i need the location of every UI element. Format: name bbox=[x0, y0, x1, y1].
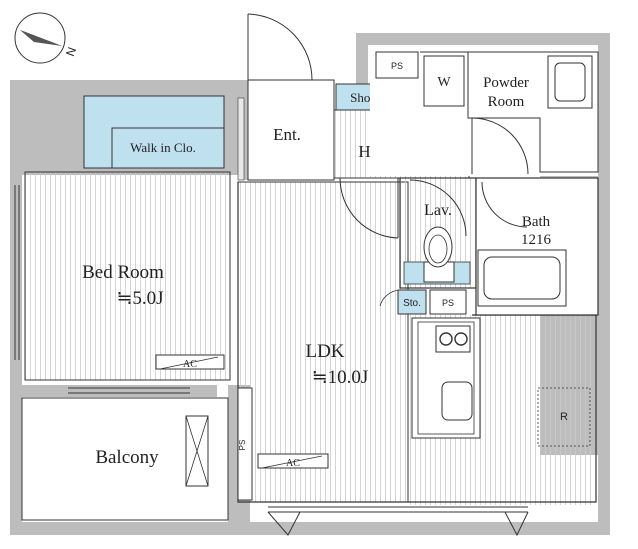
bath: Bath 1216 bbox=[475, 177, 599, 316]
bath-line1: Bath bbox=[522, 214, 551, 230]
ps-ldk-label: PS bbox=[238, 440, 247, 451]
ldk-ac-label: AC bbox=[286, 458, 300, 469]
toilet bbox=[423, 226, 455, 283]
bed-room-size: ≒5.0J bbox=[116, 288, 163, 309]
ldk-ac-unit: AC bbox=[257, 453, 329, 469]
balcony-storage bbox=[185, 415, 209, 487]
ldk: LDK ≒10.0J R PS AC bbox=[237, 317, 591, 537]
walk-in-closet: Walk in Clo. bbox=[83, 95, 225, 169]
compass: N bbox=[14, 12, 79, 64]
ldk-size: ≒10.0J bbox=[312, 367, 369, 388]
bed-room-name: Bed Room bbox=[82, 262, 164, 283]
washer-label: W bbox=[437, 75, 451, 90]
ldk-windows bbox=[267, 506, 529, 537]
entrance-door-swing bbox=[247, 13, 313, 81]
lavatory: Lav. bbox=[399, 177, 477, 289]
bed-room-ac-label: AC bbox=[183, 359, 197, 370]
balcony: Balcony bbox=[21, 387, 229, 521]
powder-room: PS W Powder Room bbox=[370, 48, 599, 176]
compass-north-label: N bbox=[63, 45, 79, 58]
kitchen-counter bbox=[411, 317, 481, 439]
storage-label: Sto. bbox=[403, 298, 421, 309]
ldk-name: LDK bbox=[305, 341, 344, 362]
ldk-ps: PS bbox=[237, 387, 253, 501]
ps-top-label: PS bbox=[391, 61, 403, 71]
bath-line2: 1216 bbox=[521, 232, 552, 248]
balcony-label: Balcony bbox=[95, 447, 159, 468]
bed-room: Bed Room ≒5.0J AC bbox=[14, 185, 225, 370]
lavatory-label: Lav. bbox=[424, 202, 452, 219]
entrance-label: Ent. bbox=[273, 125, 301, 144]
walk-in-closet-label: Walk in Clo. bbox=[130, 140, 196, 155]
storage-closets: Sto. PS bbox=[379, 289, 467, 315]
ps-lav-label: PS bbox=[442, 298, 454, 308]
powder-room-sink bbox=[547, 55, 593, 109]
refrigerator-space: R bbox=[537, 387, 591, 447]
entrance: Ent. bbox=[237, 13, 335, 181]
washer: W bbox=[423, 55, 465, 107]
powder-room-line1: Powder bbox=[483, 75, 529, 91]
bathtub bbox=[477, 249, 567, 307]
stove bbox=[435, 325, 471, 353]
ps-cabinet-top bbox=[375, 51, 419, 79]
kitchen-sink bbox=[441, 381, 473, 421]
refrigerator-label: R bbox=[560, 411, 568, 423]
powder-room-line2: Room bbox=[488, 94, 525, 110]
bed-room-ac-unit: AC bbox=[155, 354, 225, 370]
